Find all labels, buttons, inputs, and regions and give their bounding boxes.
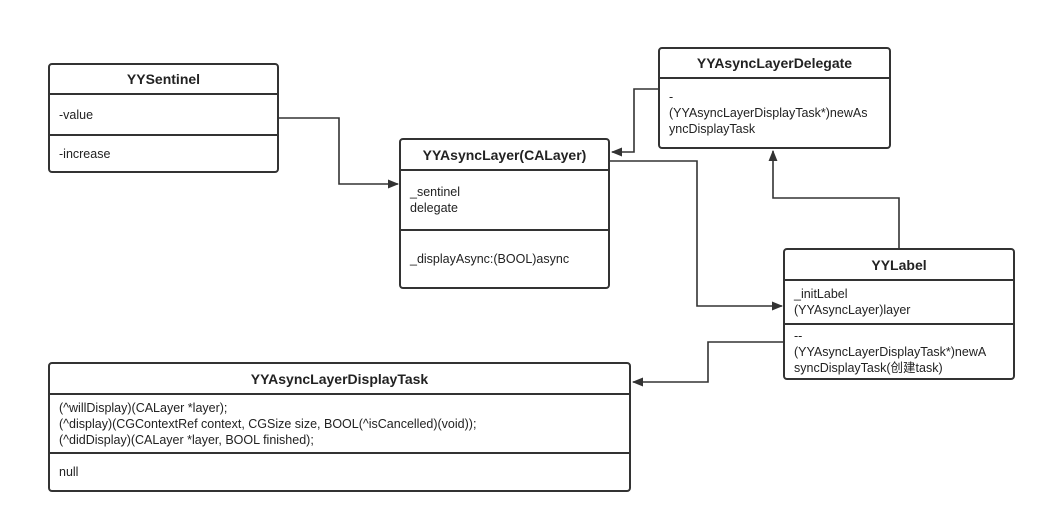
class-name: YYAsyncLayerDelegate bbox=[660, 49, 889, 79]
class-box-yylabel[interactable]: YYLabel _initLabel (YYAsyncLayer)layer -… bbox=[783, 248, 1015, 380]
class-box-yyasynclayer[interactable]: YYAsyncLayer(CALayer) _sentinel delegate… bbox=[399, 138, 610, 289]
class-name: YYLabel bbox=[785, 250, 1013, 281]
connector-sentinel-to-layer bbox=[278, 117, 400, 189]
connector-delegate-to-layer bbox=[610, 88, 658, 157]
class-attributes: _initLabel (YYAsyncLayer)layer bbox=[785, 281, 1013, 325]
class-attributes: -value bbox=[50, 95, 277, 136]
connector-layer-to-label bbox=[610, 160, 784, 311]
class-name: YYAsyncLayer(CALayer) bbox=[401, 140, 608, 171]
class-attributes: (^willDisplay)(CALayer *layer); (^displa… bbox=[50, 395, 629, 454]
class-box-yyasynclayerdisplaytask[interactable]: YYAsyncLayerDisplayTask (^willDisplay)(C… bbox=[48, 362, 631, 492]
class-box-yysentinel[interactable]: YYSentinel -value -increase bbox=[48, 63, 279, 173]
class-methods: _displayAsync:(BOOL)async bbox=[410, 252, 570, 266]
class-methods: -increase bbox=[59, 146, 111, 161]
class-methods: null bbox=[59, 465, 79, 479]
class-attributes: - (YYAsyncLayerDisplayTask*)newAs yncDis… bbox=[669, 90, 868, 136]
class-methods: -- (YYAsyncLayerDisplayTask*)newA syncDi… bbox=[794, 328, 987, 375]
class-name: YYSentinel bbox=[50, 65, 277, 95]
class-name: YYAsyncLayerDisplayTask bbox=[50, 364, 629, 395]
connector-label-to-delegate bbox=[768, 149, 900, 249]
connector-label-to-task bbox=[631, 341, 784, 387]
class-attributes: _sentinel delegate bbox=[401, 171, 608, 231]
class-box-yyasynclayerdelegate[interactable]: YYAsyncLayerDelegate - (YYAsyncLayerDisp… bbox=[658, 47, 891, 149]
